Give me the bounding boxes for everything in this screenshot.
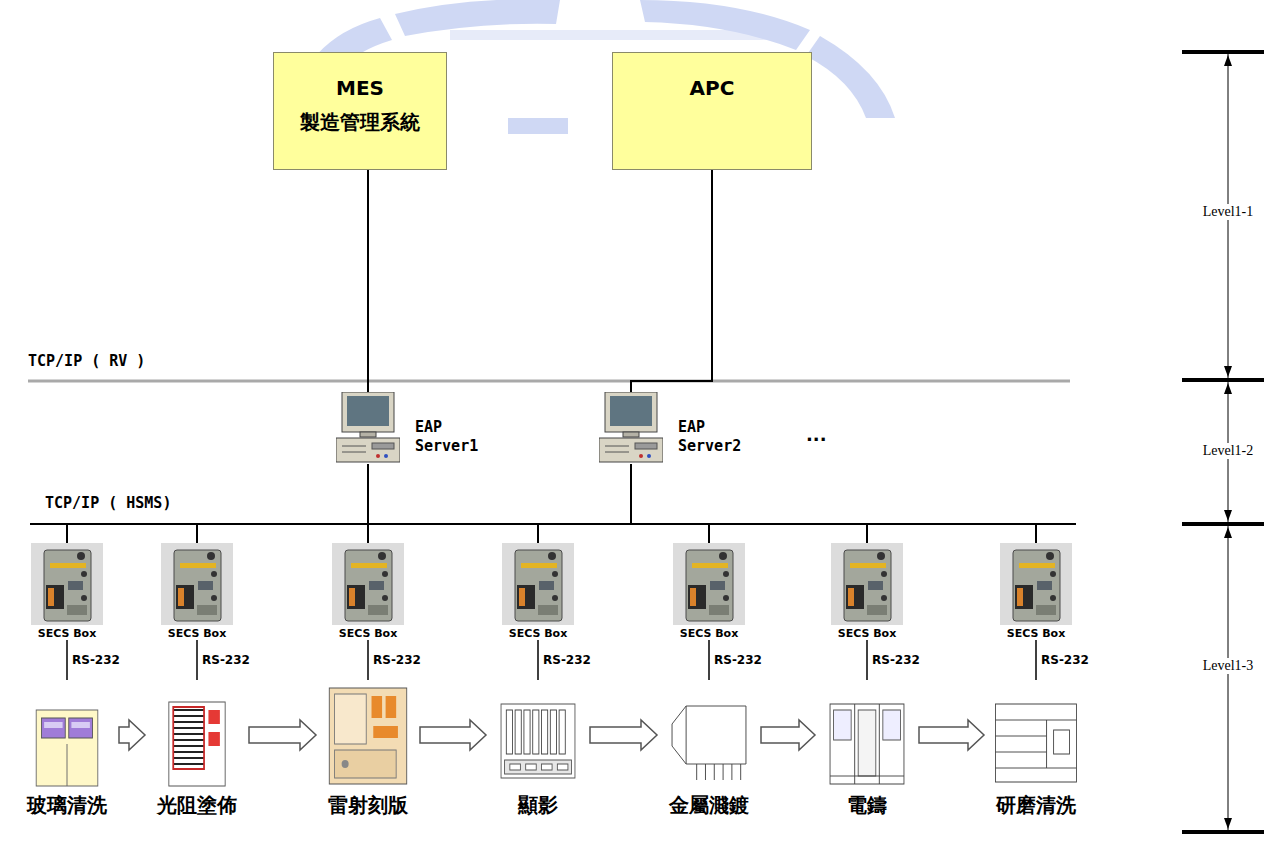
machine-illustration — [153, 680, 241, 788]
server-icon: EAP Server2 — [599, 392, 766, 464]
link-label: RS-232 — [1040, 653, 1090, 667]
link-label: RS-232 — [871, 653, 921, 667]
secs-device-icon — [161, 543, 233, 625]
system-box: APC — [612, 52, 812, 170]
secs-device-icon — [831, 543, 903, 625]
link-label: RS-232 — [713, 653, 763, 667]
secs-box: SECS Box — [145, 543, 249, 640]
device-label: SECS Box — [815, 627, 919, 640]
serial-link — [367, 640, 369, 680]
network-link — [368, 464, 538, 543]
process-label: 電鑄 — [819, 792, 915, 819]
bus-label: TCP/IP ( HSMS) — [45, 494, 171, 512]
serial-link — [866, 640, 868, 680]
process-label: 研磨清洗 — [988, 792, 1084, 819]
process-machine: 金屬濺鍍 — [661, 680, 757, 819]
network-link — [631, 170, 712, 392]
machine-illustration — [992, 680, 1080, 788]
node-label: MES 製造管理系統 — [284, 71, 436, 139]
secs-box: SECS Box — [657, 543, 761, 640]
level-scale — [1182, 52, 1264, 832]
device-label: SECS Box — [316, 627, 420, 640]
network-link — [197, 464, 368, 543]
link-label: RS-232 — [71, 653, 121, 667]
process-machine: 顯影 — [490, 680, 586, 819]
process-machine: 電鑄 — [819, 680, 915, 819]
network-link — [368, 464, 631, 543]
link-label: RS-232 — [372, 653, 422, 667]
machine-illustration — [823, 680, 911, 788]
secs-device-icon — [31, 543, 103, 625]
network-link — [631, 464, 867, 543]
secs-box: SECS Box — [984, 543, 1088, 640]
flow-arrow — [590, 720, 657, 750]
serial-link — [66, 640, 68, 680]
computer-icon — [336, 392, 400, 464]
node-label: EAP Server2 — [678, 418, 762, 456]
secs-device-icon — [1000, 543, 1072, 625]
flow-arrow — [119, 720, 145, 750]
level-label: Level1-1 — [1201, 204, 1256, 220]
flow-arrow — [249, 720, 316, 750]
machine-illustration — [324, 680, 412, 788]
network-link — [367, 170, 369, 392]
process-label: 玻璃清洗 — [19, 792, 115, 819]
device-label: SECS Box — [657, 627, 761, 640]
bus-label: TCP/IP ( RV ) — [28, 352, 145, 370]
device-label: SECS Box — [486, 627, 590, 640]
network-link — [538, 464, 631, 543]
process-label: 金屬濺鍍 — [661, 792, 757, 819]
network-link — [368, 464, 1036, 543]
rv-bus — [28, 380, 1070, 383]
link-label: RS-232 — [542, 653, 592, 667]
node-label: EAP Server1 — [415, 418, 499, 456]
secs-box: SECS Box — [486, 543, 590, 640]
server-icon: EAP Server1 — [336, 392, 503, 464]
secs-box: SECS Box — [316, 543, 420, 640]
device-label: SECS Box — [984, 627, 1088, 640]
process-label: 顯影 — [490, 792, 586, 819]
process-machine: 研磨清洗 — [988, 680, 1084, 819]
node-label: APC — [690, 71, 735, 105]
ellipsis-mark: ... — [806, 424, 827, 445]
process-label: 光阻塗佈 — [149, 792, 245, 819]
process-machine: 光阻塗佈 — [149, 680, 245, 819]
process-label: 雷射刻版 — [320, 792, 416, 819]
machine-illustration — [494, 680, 582, 788]
network-link — [368, 464, 867, 543]
network-link — [631, 464, 709, 543]
system-box: MES 製造管理系統 — [273, 52, 447, 170]
machine-illustration — [665, 680, 753, 788]
device-label: SECS Box — [145, 627, 249, 640]
link-label: RS-232 — [201, 653, 251, 667]
network-link — [631, 464, 1036, 543]
secs-device-icon — [332, 543, 404, 625]
flow-arrow — [761, 720, 815, 750]
secs-device-icon — [502, 543, 574, 625]
computer-icon — [599, 392, 663, 464]
process-machine: 玻璃清洗 — [19, 680, 115, 819]
serial-link — [1035, 640, 1037, 680]
level-label: Level1-3 — [1201, 658, 1256, 674]
secs-box: SECS Box — [815, 543, 919, 640]
secs-box: SECS Box — [15, 543, 119, 640]
flow-arrow — [420, 720, 486, 750]
process-machine: 雷射刻版 — [320, 680, 416, 819]
network-link — [197, 464, 631, 543]
serial-link — [708, 640, 710, 680]
serial-link — [537, 640, 539, 680]
machine-illustration — [23, 680, 111, 788]
level-label: Level1-2 — [1201, 443, 1256, 459]
network-link — [368, 464, 709, 543]
flow-arrow — [919, 720, 984, 750]
secs-device-icon — [673, 543, 745, 625]
device-label: SECS Box — [15, 627, 119, 640]
serial-link — [196, 640, 198, 680]
